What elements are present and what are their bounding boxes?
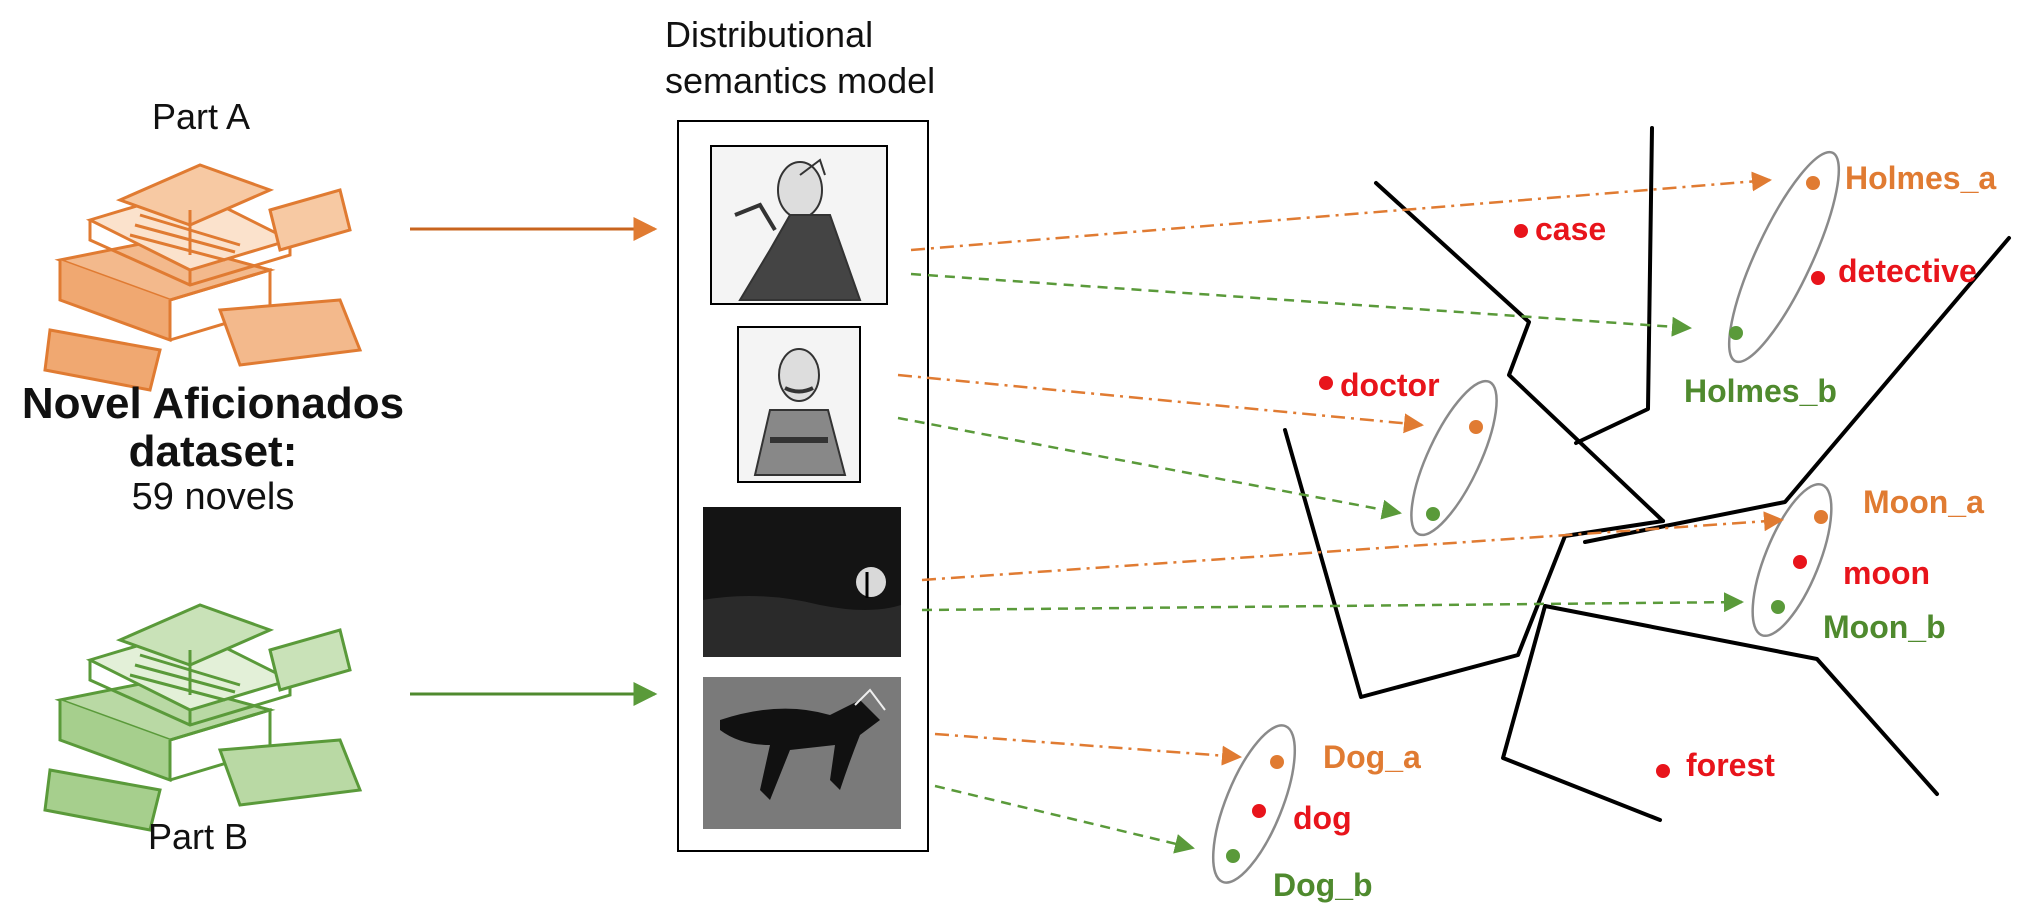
dog-a-point: [1270, 755, 1284, 769]
holmes-b-point: [1729, 326, 1743, 340]
holmes-a-arrow: [910, 171, 1772, 252]
book-pile-a-icon: [43, 163, 363, 392]
moon-b-label: Moon_b: [1823, 609, 1946, 645]
dog-label: dog: [1293, 800, 1352, 836]
detective-point: [1811, 271, 1825, 285]
moon-a-label: Moon_a: [1863, 484, 1984, 520]
dog-b-label: Dog_b: [1273, 867, 1373, 903]
moon-a-point: [1814, 510, 1828, 524]
moon-scene-image: [703, 507, 901, 657]
dataset-count: 59 novels: [131, 476, 295, 518]
case-label: case: [1535, 211, 1606, 247]
dataset-title: Novel Aficionados: [21, 379, 405, 428]
part-b-label: Part B: [148, 816, 249, 857]
model-title-line2: semantics model: [665, 60, 936, 101]
dataset-title-line2: dataset:: [128, 427, 298, 476]
holmes-a-point: [1806, 176, 1820, 190]
forest-label: forest: [1686, 747, 1775, 783]
book-pile-b-icon: [43, 603, 363, 832]
holmes-portrait-image: [710, 145, 888, 305]
doctor-a-point: [1469, 420, 1483, 434]
case-point: [1514, 224, 1528, 238]
holmes-b-arrow: [910, 272, 1692, 337]
doctor-a-arrow: [897, 373, 1424, 434]
dog-point: [1252, 804, 1266, 818]
model-box: [677, 120, 929, 852]
model-title: Distributional semantics model: [665, 12, 935, 104]
forest-point: [1656, 764, 1670, 778]
doctor-label: doctor: [1340, 367, 1440, 403]
dog-b-point: [1226, 849, 1240, 863]
moon-a-arrow: [921, 511, 1784, 582]
dog-a-arrow: [934, 732, 1242, 766]
doctor-b-arrow: [897, 416, 1402, 520]
hound-image: [703, 677, 901, 829]
holmes-b-label: Holmes_b: [1684, 373, 1837, 409]
semantic-space-tree: [1283, 126, 2011, 822]
detective-label: detective: [1838, 253, 1977, 289]
dog-a-label: Dog_a: [1323, 739, 1421, 775]
dog-ellipse: [1211, 724, 1297, 884]
doctor-b-point: [1426, 507, 1440, 521]
moon-point: [1793, 555, 1807, 569]
dataset-caption: Novel Aficionados dataset: 59 novels: [18, 380, 408, 519]
dog-b-arrow: [934, 784, 1195, 854]
moon-ellipse: [1751, 482, 1833, 638]
part-a-label: Part A: [152, 96, 251, 137]
moon-b-point: [1771, 600, 1785, 614]
moon-label: moon: [1843, 555, 1930, 591]
doctor-point: [1319, 376, 1333, 390]
model-title-line1: Distributional: [665, 14, 874, 55]
doctor-ellipse: [1410, 379, 1498, 537]
holmes-ellipse: [1727, 150, 1841, 364]
moon-b-arrow: [921, 592, 1744, 613]
holmes-a-label: Holmes_a: [1845, 160, 1996, 196]
watson-portrait-image: [737, 326, 861, 483]
